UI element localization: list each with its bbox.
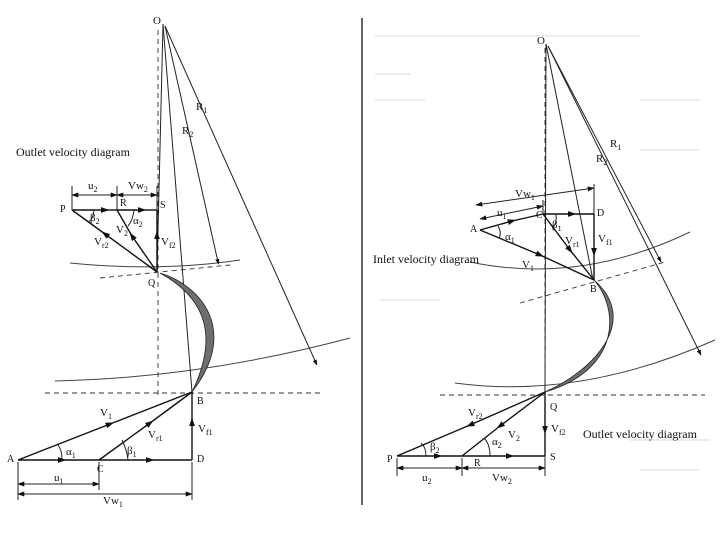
vector-vr1	[542, 213, 573, 254]
label-alpha1: α1	[505, 231, 515, 245]
label-vr2: Vr2	[94, 236, 109, 250]
label-beta1: β1	[552, 219, 562, 233]
right-diagram: O R1 R2 Vw1 u1 C D A α1 β1 Vr1 Vf1 Inlet…	[373, 35, 716, 486]
line-AC	[479, 219, 517, 231]
vector-vr2	[466, 391, 546, 427]
label-alpha2: α2	[133, 215, 143, 229]
label-R: R	[120, 198, 127, 209]
label-R2: R2	[182, 125, 193, 139]
label-S: S	[550, 452, 556, 463]
left-diagram: O R1 R2 Outlet velocity diagram u2 Vw2 P…	[7, 15, 351, 509]
tangent-dash-at-Q	[99, 264, 231, 279]
turbine-blade	[159, 272, 215, 393]
label-D: D	[597, 208, 604, 219]
turbine-blade	[544, 279, 614, 393]
radius-R2-dimension	[164, 25, 220, 265]
inner-arc-R2	[69, 259, 241, 268]
label-A: A	[470, 224, 478, 235]
label-C: C	[536, 210, 543, 221]
scan-background-noise	[375, 35, 710, 471]
outlet-velocity-diagram-title: Outlet velocity diagram	[583, 427, 698, 441]
vector-vr2	[101, 231, 158, 273]
label-v2: V2	[116, 224, 128, 238]
label-R: R	[474, 458, 481, 469]
label-A: A	[7, 454, 15, 465]
vector-v2	[496, 391, 546, 429]
label-vf1: Vf1	[198, 423, 213, 437]
label-beta2: β2	[430, 441, 440, 455]
arc-alpha1	[57, 444, 63, 461]
label-vf2: Vf2	[551, 423, 566, 437]
label-D: D	[197, 454, 204, 465]
label-P: P	[60, 204, 66, 215]
vector-v1	[17, 422, 114, 461]
radius-R1-dimension	[164, 25, 318, 366]
label-beta1: β1	[127, 445, 137, 459]
outlet-velocity-diagram-title: Outlet velocity diagram	[16, 145, 131, 159]
label-alpha1: α1	[66, 446, 76, 460]
label-B: B	[590, 284, 597, 295]
label-C: C	[97, 464, 104, 475]
vector-v2	[129, 232, 158, 273]
label-u2: u2	[422, 472, 432, 486]
label-beta2: β2	[90, 212, 100, 226]
label-R1: R1	[610, 138, 621, 152]
vector-v1	[479, 229, 544, 257]
label-Q: Q	[148, 278, 156, 289]
label-B: B	[197, 396, 204, 407]
arc-alpha1	[497, 225, 501, 239]
label-vf1: Vf1	[598, 233, 613, 247]
label-vw1: Vw1	[103, 495, 123, 509]
radius-R1-dimension	[547, 45, 702, 356]
label-u2: u2	[88, 180, 98, 194]
label-S: S	[160, 200, 166, 211]
label-vf2: Vf2	[161, 236, 176, 250]
label-v1: V1	[100, 407, 112, 421]
label-P: P	[387, 454, 393, 465]
arc-alpha2	[127, 209, 135, 227]
label-vw2: Vw2	[492, 472, 512, 486]
outer-arc-R1	[454, 339, 716, 388]
radius-line-to-Q	[156, 23, 164, 273]
label-O: O	[153, 15, 161, 27]
tangent-dash-at-B	[519, 261, 666, 304]
label-vr1: Vr1	[148, 429, 163, 443]
inlet-velocity-diagram-title: Inlet velocity diagram	[373, 252, 480, 266]
arc-beta1	[121, 439, 129, 461]
label-vr2: Vr2	[468, 407, 483, 421]
label-vw1: Vw1	[515, 188, 535, 202]
arc-beta2	[87, 209, 95, 223]
label-u1: u1	[54, 472, 64, 486]
label-u1: u1	[497, 207, 507, 221]
label-R1: R1	[196, 101, 207, 115]
arc-alpha2	[483, 437, 491, 457]
radius-R2-dimension	[547, 45, 662, 263]
arc-beta2	[420, 442, 427, 457]
dim-vw1	[475, 186, 595, 207]
label-Q: Q	[550, 402, 558, 413]
radius-line-to-B	[162, 23, 193, 393]
radius-line-to-B	[545, 43, 594, 281]
dim-u1	[479, 204, 544, 221]
inner-arc-R2	[469, 231, 691, 270]
label-v2: V2	[508, 429, 520, 443]
label-alpha2: α2	[492, 436, 502, 450]
label-R2: R2	[596, 153, 607, 167]
label-vw2: Vw2	[128, 180, 148, 194]
vector-vr1	[98, 420, 154, 461]
label-O: O	[537, 35, 545, 47]
label-v1: V1	[522, 259, 534, 273]
arc-beta1	[551, 213, 557, 229]
label-vr1: Vr1	[565, 235, 580, 249]
